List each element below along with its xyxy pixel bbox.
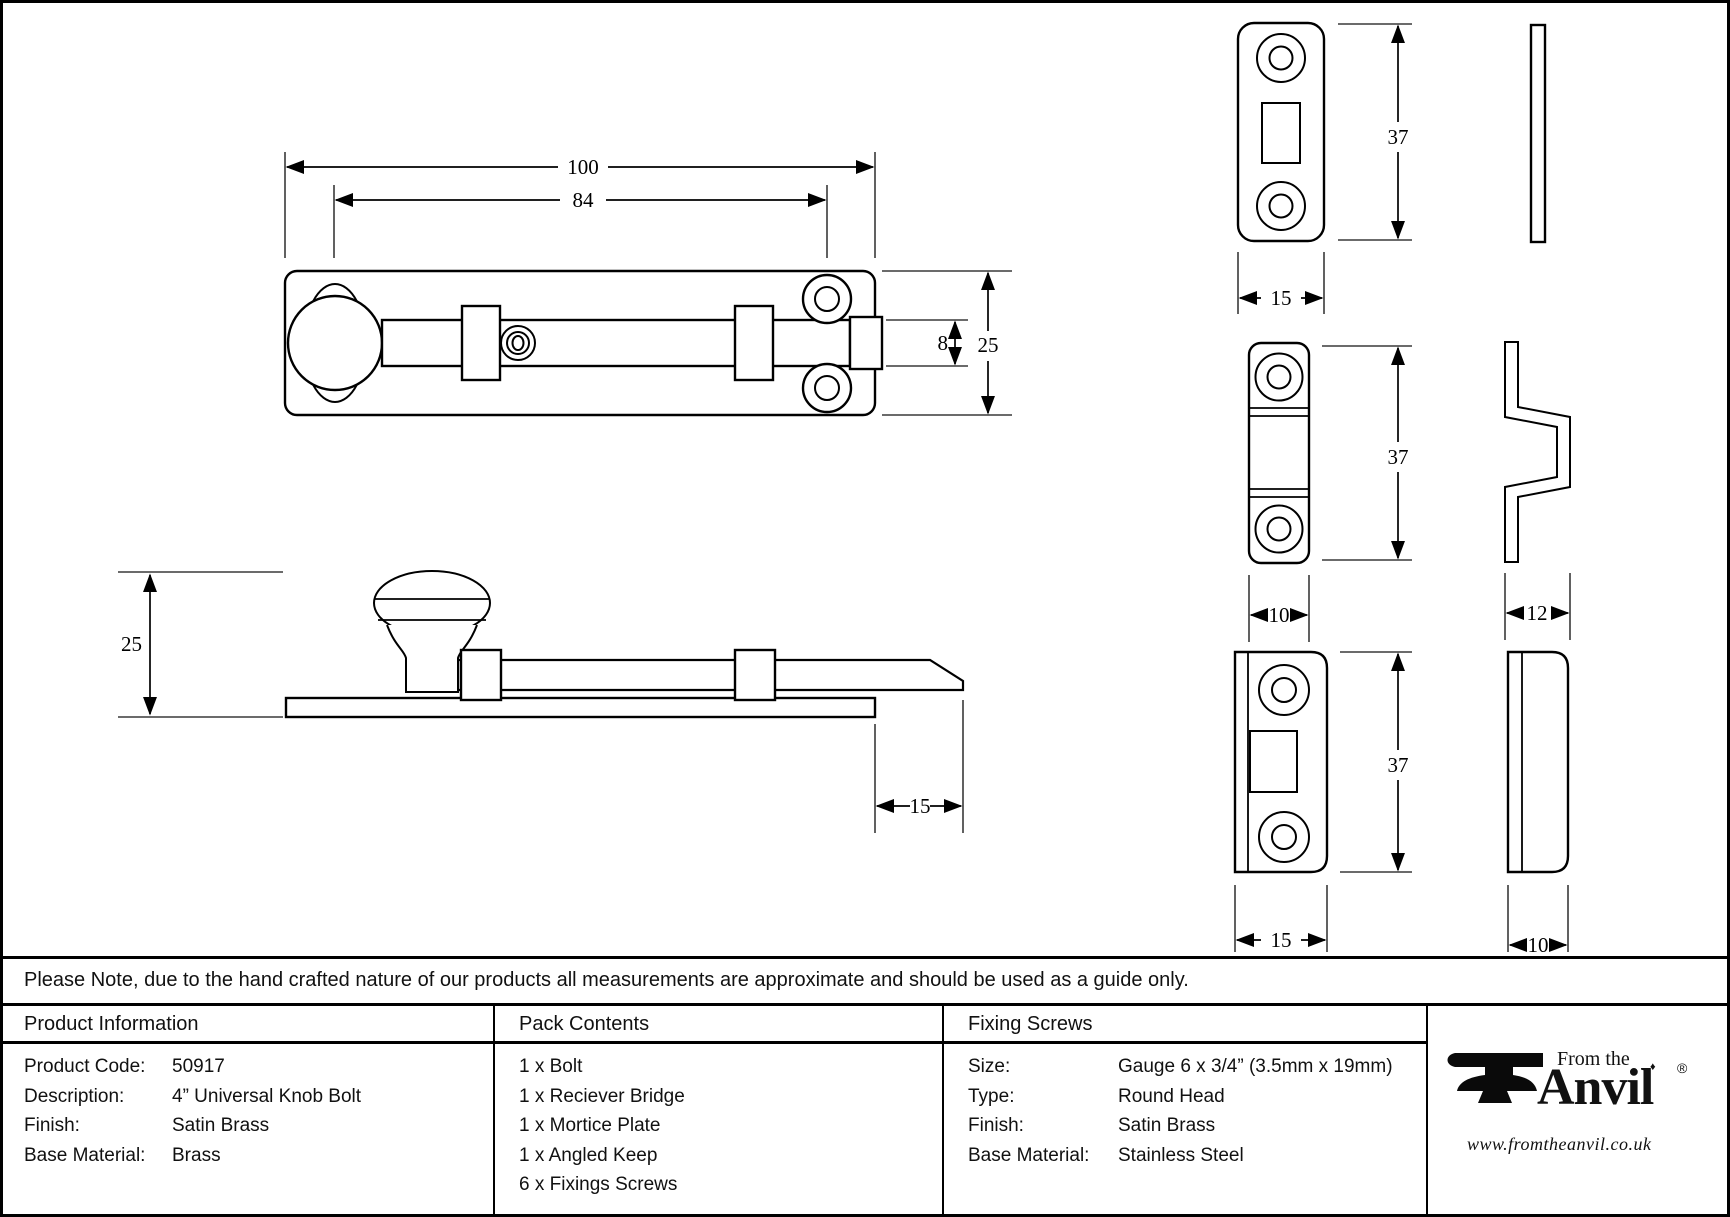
dim-mortice-height: 37	[1388, 125, 1409, 149]
product-information-section: Product Information Product Code: 50917 …	[0, 1006, 493, 1214]
field-label: Base Material:	[24, 1144, 146, 1166]
table-row: Finish: Satin Brass	[0, 1111, 493, 1141]
dim-keep-side-width: 10	[1528, 933, 1549, 956]
dim-keep-width: 15	[1271, 928, 1292, 952]
product-information-header: Product Information	[0, 1006, 493, 1044]
table-row: Description: 4” Universal Knob Bolt	[0, 1082, 493, 1112]
angled-keep-side-view: 10	[1506, 650, 1570, 957]
dim-bridge-width: 10	[1269, 603, 1290, 627]
receiver-bridge-front-view: 37 10	[1247, 341, 1412, 642]
angled-keep-profile-view: 12	[1504, 341, 1571, 640]
technical-drawings: 100 84 8 25 25	[118, 21, 1571, 957]
list-item: 1 x Angled Keep	[519, 1144, 658, 1166]
list-item: 1 x Bolt	[519, 1056, 583, 1077]
pack-contents-section: Pack Contents 1 x Bolt 1 x Reciever Brid…	[493, 1006, 942, 1214]
field-label: Type:	[968, 1085, 1015, 1107]
table-row: Type: Round Head	[944, 1082, 1426, 1112]
pack-contents-header: Pack Contents	[495, 1006, 942, 1044]
table-row: Finish: Satin Brass	[944, 1111, 1426, 1141]
dim-plan-bolt-length: 84	[573, 188, 595, 212]
field-value: Brass	[172, 1144, 221, 1166]
dim-plan-rod-width: 8	[938, 331, 949, 355]
list-item: 6 x Fixings Screws	[519, 1174, 678, 1195]
table-row: Product Code: 50917	[0, 1052, 493, 1082]
measurement-note: Please Note, due to the hand crafted nat…	[0, 956, 1730, 1006]
fixing-screws-header: Fixing Screws	[944, 1006, 1426, 1044]
brand-url: www.fromtheanvil.co.uk	[1467, 1134, 1652, 1154]
field-label: Product Code:	[24, 1056, 146, 1077]
list-item: 1 x Mortice Plate	[519, 1115, 661, 1136]
table-row: Base Material: Brass	[0, 1141, 493, 1171]
dim-bridge-height: 37	[1388, 445, 1409, 469]
field-label: Size:	[968, 1056, 1011, 1077]
field-label: Finish:	[24, 1115, 80, 1136]
note-text: Please Note, due to the hand crafted nat…	[24, 969, 1189, 991]
from-the-anvil-logo: From the ♦ Anvil ® www.fromtheanvil.co.u…	[1441, 1040, 1721, 1180]
fixing-screws-section: Fixing Screws Size: Gauge 6 x 3/4” (3.5m…	[942, 1006, 1426, 1214]
dim-keep-depth: 12	[1527, 601, 1548, 625]
brand-name: Anvil	[1537, 1059, 1654, 1116]
knob-bolt-plan-view: 100 84 8 25	[283, 152, 1012, 417]
registered-mark: ®	[1677, 1060, 1688, 1076]
field-value: 4” Universal Knob Bolt	[172, 1085, 362, 1107]
table-row: Size: Gauge 6 x 3/4” (3.5mm x 19mm)	[944, 1052, 1426, 1082]
angled-keep-front-view: 37 15	[1233, 650, 1412, 952]
dim-mortice-width: 15	[1271, 286, 1292, 310]
field-value: Round Head	[1118, 1085, 1225, 1107]
field-value: Gauge 6 x 3/4” (3.5mm x 19mm)	[1118, 1056, 1393, 1077]
knob-bolt-side-view: 25 15	[118, 570, 965, 833]
list-item: 1 x Reciever Bridge	[519, 1085, 685, 1107]
field-label: Description:	[24, 1085, 125, 1107]
dim-plan-overall: 100	[567, 155, 599, 179]
field-value: Stainless Steel	[1118, 1144, 1244, 1166]
mortice-plate-front-view: 37 15	[1236, 21, 1412, 314]
table-row: Base Material: Stainless Steel	[944, 1141, 1426, 1171]
field-value: Satin Brass	[1118, 1115, 1216, 1136]
logo-tagline: From the	[1557, 1048, 1630, 1070]
field-value: 50917	[172, 1056, 225, 1077]
brand-cell	[1426, 1006, 1730, 1214]
field-label: Finish:	[968, 1115, 1024, 1136]
anvil-icon	[1447, 1053, 1543, 1103]
dim-keep-height: 37	[1388, 753, 1409, 777]
diamond-icon: ♦	[1650, 1061, 1656, 1073]
field-value: Satin Brass	[172, 1115, 270, 1136]
mortice-plate-side-view	[1529, 23, 1547, 244]
field-label: Base Material:	[968, 1144, 1090, 1166]
dim-side-height: 25	[121, 632, 142, 656]
dim-plan-plate-height: 25	[978, 333, 999, 357]
dim-side-throw: 15	[910, 794, 931, 818]
